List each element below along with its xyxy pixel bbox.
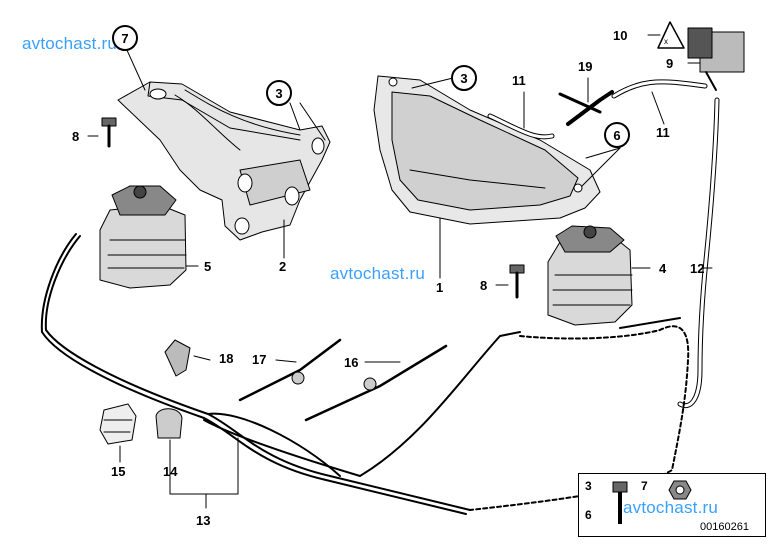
callout-11-right: 11 bbox=[656, 125, 670, 140]
vacuum-hose-11b bbox=[611, 79, 708, 99]
callout-15: 15 bbox=[111, 464, 126, 479]
callout-5: 5 bbox=[204, 259, 212, 274]
vacuum-hose-11a bbox=[487, 113, 555, 140]
engine-bracket-left bbox=[117, 81, 331, 241]
legend-number-6: 6 bbox=[585, 508, 592, 522]
legend-number-7: 7 bbox=[641, 479, 648, 493]
callout-8-right: 8 bbox=[480, 278, 488, 293]
engine-mount-left bbox=[99, 185, 187, 289]
cable-tie-17 bbox=[238, 338, 342, 402]
vacuum-hose-12 bbox=[677, 97, 720, 408]
bolt-right bbox=[509, 264, 525, 299]
solenoid-valve bbox=[687, 27, 745, 91]
watermark-top-left: avtochast.ru bbox=[22, 34, 118, 53]
clamp-15 bbox=[99, 403, 137, 445]
legend-box: 3 6 7 avtochast.ru bbox=[578, 473, 766, 537]
callout-16: 16 bbox=[344, 355, 359, 370]
watermark-center: avtochast.ru bbox=[330, 264, 426, 283]
callout-3-right: 3 bbox=[451, 65, 477, 91]
legend-number-3: 3 bbox=[585, 479, 592, 493]
callout-14: 14 bbox=[163, 464, 178, 479]
callout-9: 9 bbox=[666, 56, 674, 71]
callout-17: 17 bbox=[252, 352, 267, 367]
callout-3-left: 3 bbox=[266, 80, 292, 106]
svg-text:x: x bbox=[664, 37, 668, 46]
heat-shield bbox=[373, 75, 601, 225]
callout-18: 18 bbox=[219, 351, 234, 366]
callout-12: 12 bbox=[690, 261, 705, 276]
clip-18 bbox=[164, 339, 191, 377]
callout-6: 6 bbox=[604, 122, 630, 148]
cable-tie-16 bbox=[304, 344, 448, 422]
watermark-legend: avtochast.ru bbox=[623, 498, 719, 517]
callout-11-left: 11 bbox=[512, 73, 526, 88]
legend-bolt-icon bbox=[612, 481, 628, 524]
callout-10: 10 bbox=[613, 28, 628, 43]
engine-mount-right bbox=[547, 225, 633, 326]
warning-label: x bbox=[657, 21, 685, 49]
callout-8-left: 8 bbox=[72, 129, 80, 144]
callout-1: 1 bbox=[436, 280, 444, 295]
callout-13: 13 bbox=[196, 513, 211, 528]
hose-connector bbox=[558, 90, 614, 126]
clamp-14 bbox=[155, 408, 183, 439]
diagram-code: 00160261 bbox=[700, 521, 749, 533]
bolt-left bbox=[101, 117, 117, 148]
leader-lines bbox=[87, 34, 713, 509]
callout-4: 4 bbox=[659, 261, 667, 276]
callout-2: 2 bbox=[279, 259, 287, 274]
callout-19: 19 bbox=[578, 59, 593, 74]
legend-nut-icon bbox=[668, 480, 692, 500]
callout-7: 7 bbox=[112, 25, 138, 51]
